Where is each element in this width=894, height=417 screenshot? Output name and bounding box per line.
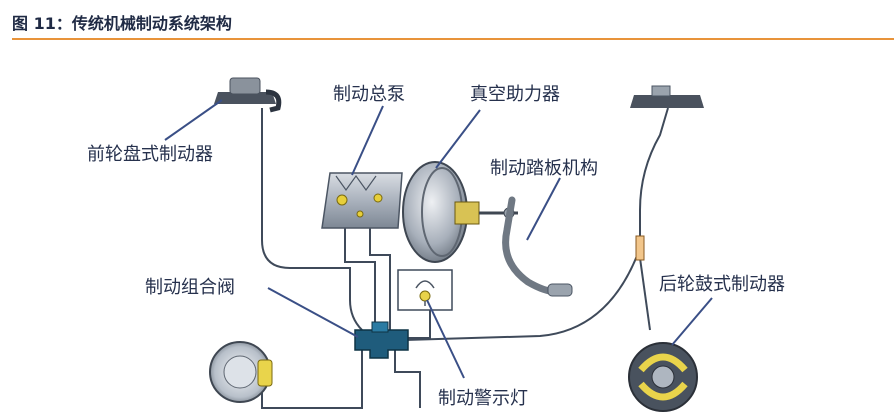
label-rear-drum-brake: 后轮鼓式制动器 xyxy=(659,274,785,295)
leader-rear-drum-brake xyxy=(671,297,713,346)
label-warning-light: 制动警示灯 xyxy=(438,388,528,409)
rear-brake-line xyxy=(404,247,641,341)
front-disc-brake-caliper xyxy=(214,77,282,113)
label-vacuum-booster: 真空助力器 xyxy=(470,84,560,105)
leader-combination-valve xyxy=(267,287,359,338)
label-brake-pedal: 制动踏板机构 xyxy=(490,158,598,179)
rear-line-connector xyxy=(635,235,645,261)
master-cylinder xyxy=(321,172,403,229)
brake-system-diagram: 前轮盘式制动器 制动总泵 真空助力器 制动踏板机构 制动组合阀 后轮鼓式制动器 … xyxy=(87,77,785,412)
vacuum-booster xyxy=(402,161,518,263)
leader-warning-light xyxy=(426,299,465,379)
label-combination-valve: 制动组合阀 xyxy=(145,277,235,298)
warning-lamp-icon xyxy=(415,280,435,306)
pedal-bracket xyxy=(630,85,704,108)
leader-master-cylinder xyxy=(351,105,384,176)
header-divider xyxy=(12,38,894,40)
warning-wire xyxy=(405,300,431,339)
leader-vacuum-booster xyxy=(435,109,481,169)
label-front-disc-brake: 前轮盘式制动器 xyxy=(87,144,213,165)
rear-drum-brake xyxy=(628,342,698,412)
rear-down-line xyxy=(639,257,651,331)
front-lower-line xyxy=(261,345,363,409)
label-master-cylinder: 制动总泵 xyxy=(333,84,405,105)
front-brake-line xyxy=(261,108,363,331)
brake-pedal-mechanism xyxy=(502,196,573,297)
leader-front-disc-brake xyxy=(164,99,223,141)
leader-lines xyxy=(164,99,713,379)
master-to-valve-line-1 xyxy=(344,228,376,330)
master-to-valve-line-2 xyxy=(369,228,391,330)
valve-to-right-line xyxy=(394,345,421,408)
figure-header: 图 11：传统机械制动系统架构 xyxy=(0,0,894,40)
combination-valve xyxy=(354,321,409,359)
figure-title: 图 11：传统机械制动系统架构 xyxy=(12,14,232,33)
brake-lines xyxy=(261,107,669,409)
front-disc-rotor xyxy=(209,341,273,403)
leader-brake-pedal xyxy=(526,177,561,241)
pedal-link-line xyxy=(639,107,669,248)
